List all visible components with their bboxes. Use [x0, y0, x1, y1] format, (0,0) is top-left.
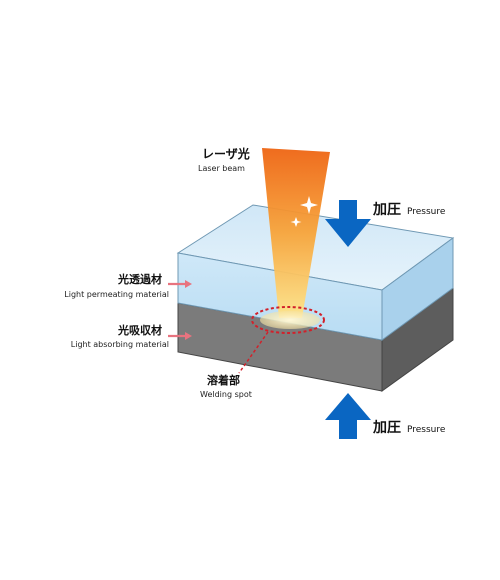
pressure-bottom-en: Pressure	[407, 425, 446, 435]
welding-label-en: Welding spot	[200, 390, 252, 399]
permeating-label-jp: 光透過材	[118, 273, 162, 286]
pressure-top-jp: 加圧	[373, 202, 401, 218]
pressure-arrow-down-icon	[325, 200, 371, 247]
welding-label-jp: 溶着部	[207, 374, 240, 387]
laser-label-en: Laser beam	[198, 164, 245, 173]
welding-leader	[238, 331, 269, 374]
permeating-pointer	[168, 280, 192, 288]
absorbing-label-en: Light absorbing material	[70, 340, 169, 349]
welding-spot-outline	[251, 306, 325, 334]
pressure-top-en: Pressure	[407, 207, 446, 217]
sparkle-icon	[290, 196, 318, 227]
weld-glow	[260, 311, 320, 329]
pressure-bottom-jp: 加圧	[373, 420, 401, 436]
permeating-block-side	[381, 237, 454, 341]
laser-label-jp: レーザ光	[202, 147, 250, 161]
laser-beam	[262, 148, 330, 318]
absorbing-pointer	[168, 332, 192, 340]
permeating-label-en: Light permeating material	[64, 290, 169, 299]
pressure-arrow-up-icon	[325, 393, 371, 439]
absorbing-label-jp: 光吸収材	[118, 324, 162, 337]
